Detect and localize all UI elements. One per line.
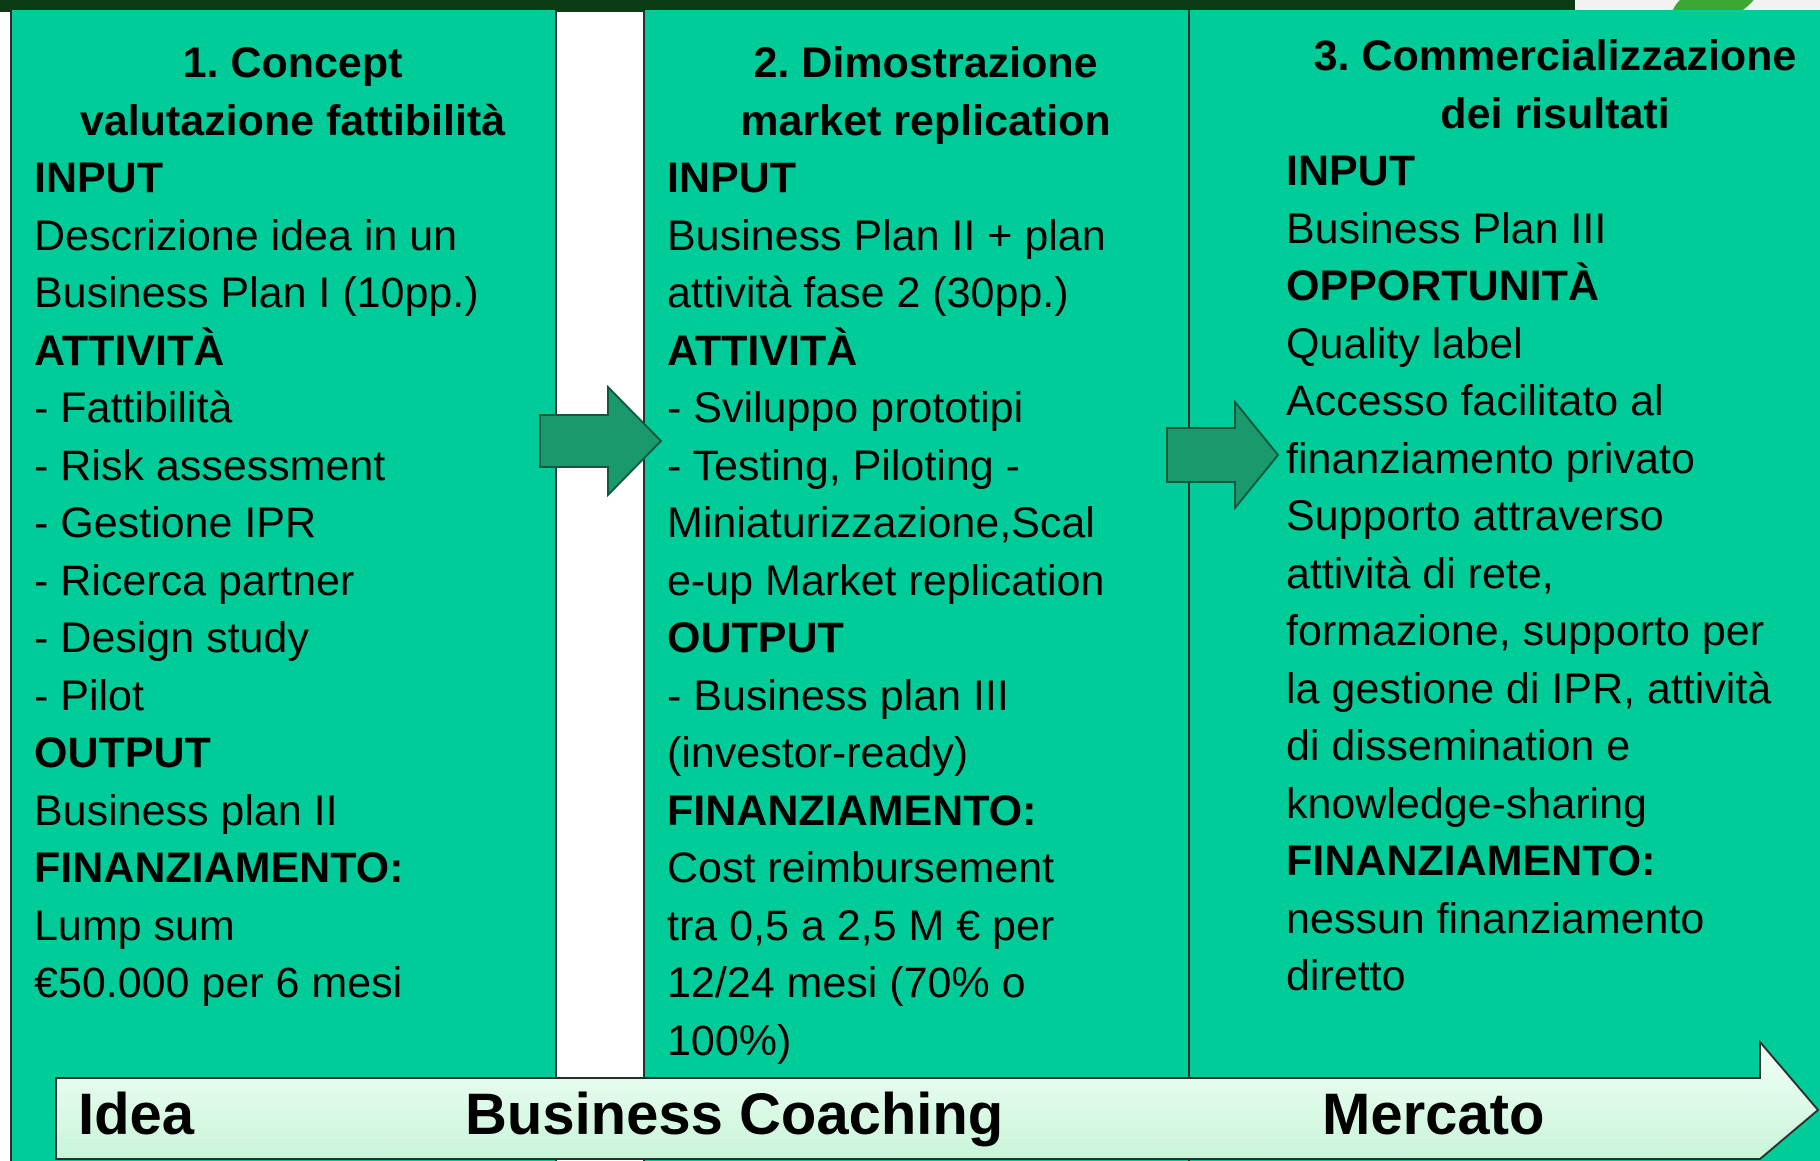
section-line: attività di rete, (1286, 549, 1554, 598)
section-line: - Risk assessment (34, 441, 386, 490)
section-line: finanziamento privato (1286, 434, 1695, 483)
section-line: Miniaturizzazione,Scal (667, 499, 1095, 547)
section-line: knowledge-sharing (1286, 779, 1647, 828)
section-line: Lump sum (34, 901, 235, 950)
section-heading: FINANZIAMENTO: (34, 844, 404, 892)
phase-title-line: market replication (740, 96, 1111, 145)
section-heading: FINANZIAMENTO: (1286, 837, 1656, 885)
section-heading: ATTIVITÀ (667, 326, 858, 375)
section-line: Cost reimbursement (667, 844, 1055, 892)
section-line: Supporto attraverso (1286, 492, 1664, 540)
section-heading: INPUT (34, 154, 163, 202)
section-heading: OUTPUT (34, 729, 211, 777)
section-line: Quality label (1286, 319, 1523, 368)
section-heading: OUTPUT (667, 614, 844, 662)
section-line: diretto (1286, 952, 1406, 1000)
phase-title-line: 3. Commercializzazione (1313, 32, 1797, 80)
section-line: - Business plan III (667, 671, 1009, 720)
section-heading: INPUT (1286, 147, 1415, 195)
section-line: €50.000 per 6 mesi (34, 959, 403, 1007)
section-line: - Fattibilità (34, 384, 233, 432)
section-line: 100%) (667, 1016, 792, 1065)
section-line: - Testing, Piloting - (667, 441, 1020, 490)
phase-title-line: valutazione fattibilità (79, 96, 506, 145)
section-line: Business Plan III (1286, 204, 1607, 253)
section-line: tra 0,5 a 2,5 M € per (667, 901, 1055, 950)
section-line: - Ricerca partner (34, 556, 355, 605)
section-line: e-up Market replication (667, 556, 1105, 605)
section-heading: INPUT (667, 154, 796, 202)
section-line: Business plan II (34, 786, 338, 835)
section-line: 12/24 mesi (70% o (667, 959, 1026, 1007)
banner-label-mercato: Mercato (1322, 1082, 1545, 1147)
arrow-right-icon (1166, 400, 1280, 510)
phase-title-line: 2. Dimostrazione (753, 39, 1098, 87)
banner-label-idea: Idea (78, 1082, 195, 1147)
section-line: nessun finanziamento (1286, 894, 1705, 943)
section-line: Descrizione idea in un (34, 211, 458, 260)
section-line: di dissemination e (1286, 722, 1631, 770)
banner-label-business-coaching: Business Coaching (465, 1082, 1004, 1147)
section-line: - Pilot (34, 671, 144, 720)
progress-banner-arrow (55, 1040, 1820, 1160)
section-line: - Gestione IPR (34, 499, 316, 547)
section-line: formazione, supporto per (1286, 607, 1765, 655)
section-line: attività fase 2 (30pp.) (667, 269, 1069, 317)
section-line: Business Plan II + plan (667, 211, 1106, 260)
phase-title-line: 1. Concept (182, 39, 403, 87)
top-bar (0, 0, 1820, 12)
section-line: Business Plan I (10pp.) (34, 269, 479, 317)
section-heading: ATTIVITÀ (34, 326, 225, 375)
section-heading: FINANZIAMENTO: (667, 786, 1037, 835)
phase-title-line: dei risultati (1440, 89, 1670, 138)
section-line: Accesso facilitato al (1286, 377, 1664, 425)
section-line: - Design study (34, 614, 309, 662)
section-line: la gestione di IPR, attività (1286, 664, 1772, 713)
arrow-right-icon (539, 385, 663, 497)
section-heading: OPPORTUNITÀ (1286, 262, 1599, 310)
section-line: (investor-ready) (667, 729, 969, 777)
section-line: - Sviluppo prototipi (667, 384, 1024, 432)
